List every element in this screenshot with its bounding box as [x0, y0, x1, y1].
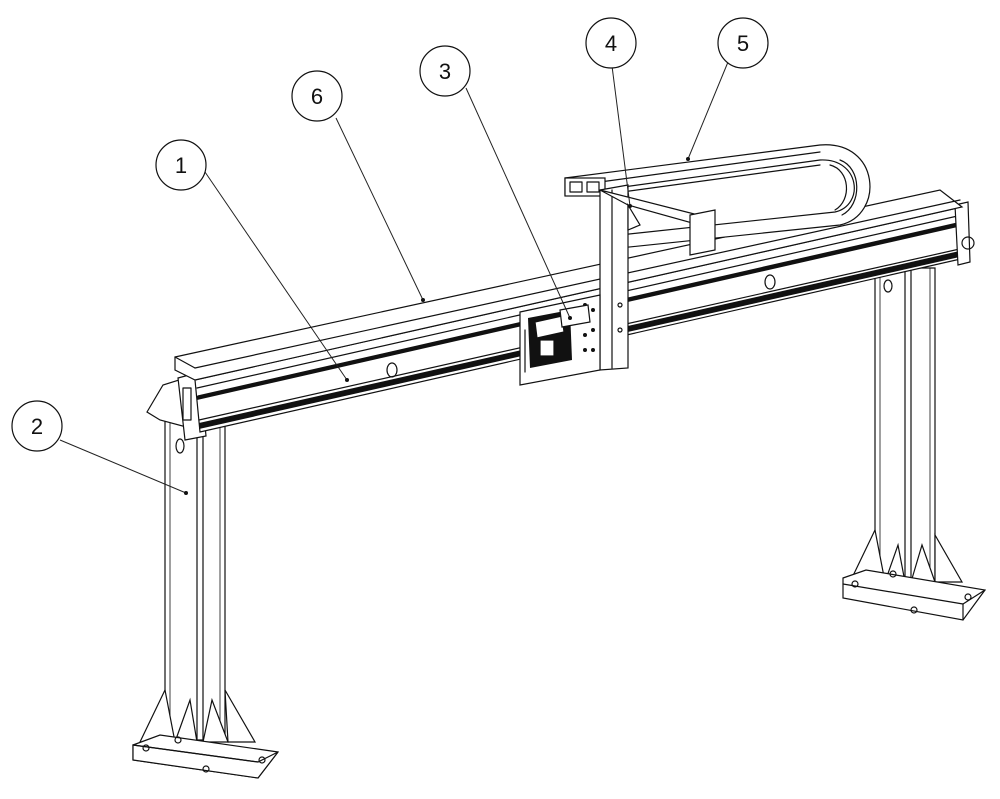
right-leg [842, 267, 987, 621]
callout-6-label: 6 [311, 84, 323, 109]
callout-4-label: 4 [605, 31, 617, 56]
gripper-tool [519, 294, 601, 386]
callout-3-label: 3 [439, 59, 451, 84]
callout-6: 6 [291, 70, 343, 122]
callout-2: 2 [11, 400, 63, 452]
callout-2-circle [11, 400, 63, 452]
callout-3: 3 [419, 45, 471, 97]
callout-2-label: 2 [31, 414, 43, 439]
leader-lines [59, 61, 729, 495]
callout-1: 1 [155, 139, 207, 191]
callout-5-label: 5 [737, 31, 749, 56]
callout-1-label: 1 [175, 153, 187, 178]
callout-1-circle [155, 139, 207, 191]
callout-4-circle [585, 17, 637, 69]
callout-4: 4 [585, 17, 637, 69]
callout-5-circle [717, 17, 769, 69]
cable-chain [564, 144, 871, 249]
callout-5: 5 [717, 17, 769, 69]
callout-3-circle [419, 45, 471, 97]
callout-6-circle [291, 70, 343, 122]
left-leg [132, 417, 280, 779]
